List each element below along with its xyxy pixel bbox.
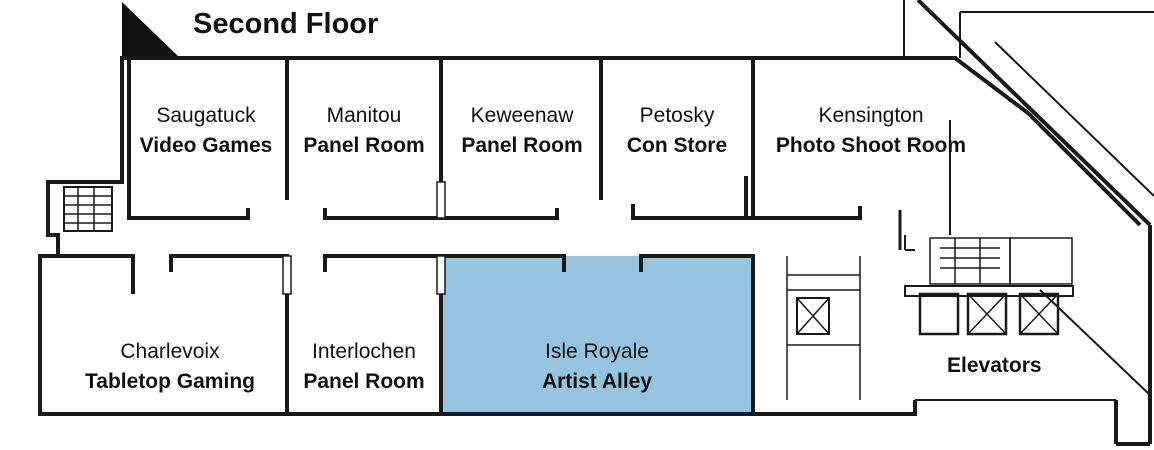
room-manitou[interactable]: Manitou Panel Room xyxy=(303,101,424,161)
room-name: Charlevoix xyxy=(120,340,220,363)
right-edge xyxy=(898,0,1154,446)
elevator-shaft xyxy=(786,256,861,400)
room-use: Panel Room xyxy=(303,134,425,157)
room-use: Con Store xyxy=(626,134,728,157)
isle-royale-highlight[interactable] xyxy=(443,256,751,414)
elevator-icon xyxy=(904,235,1074,336)
room-name: Interlochen xyxy=(312,340,416,363)
room-name: Petosky xyxy=(639,104,715,127)
room-use: Panel Room xyxy=(303,370,425,393)
room-use: Artist Alley xyxy=(541,370,653,393)
room-use: Video Games xyxy=(139,134,273,157)
room-isle-royale[interactable]: Isle Royale Artist Alley xyxy=(542,337,652,397)
room-use: Panel Room xyxy=(461,134,583,157)
room-kensington[interactable]: Kensington Photo Shoot Room xyxy=(776,101,966,161)
door-jambs xyxy=(282,181,446,295)
elevators-label: Elevators xyxy=(947,354,1042,377)
room-interlochen[interactable]: Interlochen Panel Room xyxy=(303,337,424,397)
room-charlevoix[interactable]: Charlevoix Tabletop Gaming xyxy=(85,337,255,397)
room-name: Keweenaw xyxy=(470,104,574,127)
room-use: Tabletop Gaming xyxy=(85,370,255,393)
room-name: Isle Royale xyxy=(545,340,649,363)
room-petosky[interactable]: Petosky Con Store xyxy=(627,101,727,161)
floor-title: Second Floor xyxy=(193,8,379,40)
corner-marker xyxy=(122,2,180,58)
room-keweenaw[interactable]: Keweenaw Panel Room xyxy=(461,101,582,161)
stairs-icon xyxy=(63,186,113,232)
room-name: Kensington xyxy=(818,104,924,127)
room-name: Manitou xyxy=(326,104,402,127)
room-saugatuck[interactable]: Saugatuck Video Games xyxy=(140,101,273,161)
walls xyxy=(38,56,957,416)
room-name: Saugatuck xyxy=(156,104,256,127)
room-use: Photo Shoot Room xyxy=(775,134,967,157)
